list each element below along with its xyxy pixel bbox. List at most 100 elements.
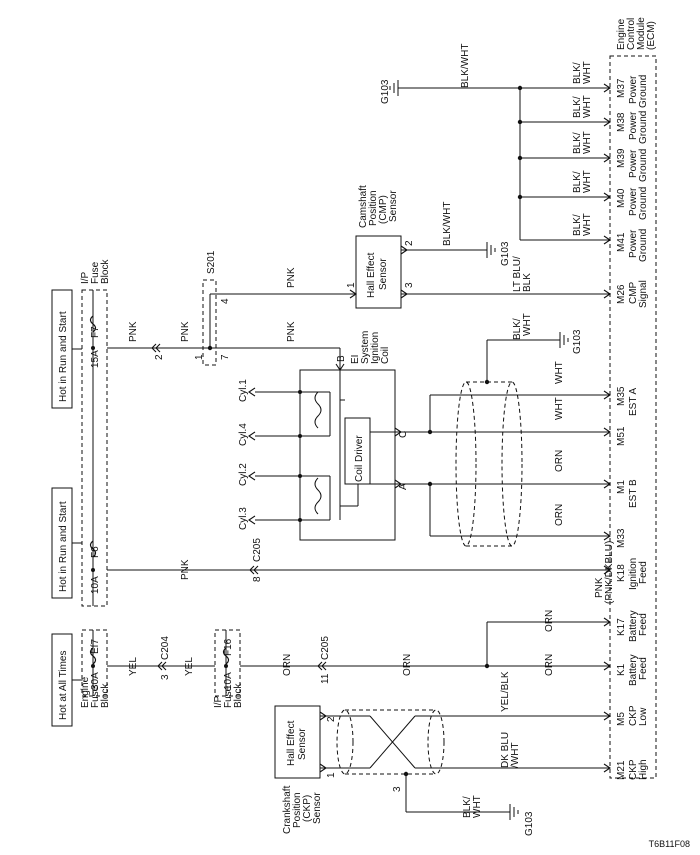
- cmp-box-1: Hall Effect: [366, 252, 377, 298]
- figure-id: T6B11F08: [648, 839, 690, 849]
- ip-fuse-block-left-label-3: Block: [233, 683, 244, 708]
- ecm-ckp-high-2: High: [638, 759, 649, 780]
- s201-pin1: 1: [194, 354, 205, 360]
- wire-blkwht-m38-2: WHT: [582, 95, 593, 118]
- coil-label-3: Ignition: [370, 332, 381, 364]
- ecm-pin-m33: M33: [616, 528, 627, 548]
- hot-all-times-label: Hot at All Times: [58, 651, 69, 720]
- ecm-pin-m40: M40: [616, 188, 627, 208]
- c205-label-a: C205: [320, 636, 331, 660]
- ecm-cmp-sig-2: Signal: [638, 280, 649, 308]
- ecm-title-1: Engine: [616, 18, 627, 50]
- wire-dkblu-wht-1: DK BLU: [500, 732, 511, 768]
- ground-g103-ckp: G103: [524, 811, 535, 836]
- ckp-pin1: 1: [326, 772, 337, 778]
- ecm-pg-m40-1: Power: [628, 187, 639, 216]
- ip-fuse-block-top-outline: [81, 289, 108, 607]
- cyl3-label: Cyl.3: [238, 507, 249, 530]
- ecm-pin-k18: K18: [616, 564, 627, 582]
- ecm-pin-m5: M5: [616, 712, 627, 726]
- coil-label-4: Coil: [380, 347, 391, 364]
- engine-fuse-block-label-1: Engine: [80, 676, 91, 708]
- wire-blkwht-m38-1: BLK/: [572, 96, 583, 118]
- ecm-pin-k1: K1: [616, 663, 627, 676]
- wire-wht-1: WHT: [554, 397, 565, 420]
- wire-blkwht-m39-2: WHT: [582, 131, 593, 154]
- hot-run-start-label-1: Hot in Run and Start: [58, 501, 69, 592]
- ecm-pg-m37-1: Power: [628, 75, 639, 104]
- c204-label: C204: [160, 636, 171, 660]
- wire-blkwht-g-1: BLK/: [512, 318, 523, 340]
- ecm-title-3: Module: [636, 17, 647, 50]
- ground-g103-cmp: G103: [500, 241, 511, 266]
- cmp-label-4: Sensor: [388, 190, 399, 222]
- s201-pin4: 4: [220, 298, 231, 304]
- wire-orn-5: ORN: [554, 504, 565, 526]
- fuse-f6-rating: 10A: [90, 576, 101, 594]
- ecm-batt2-2: Feed: [638, 613, 649, 636]
- fuse-f7-name: F7: [90, 326, 101, 338]
- wire-blkwht-cmp: BLK/WHT: [442, 202, 453, 246]
- ip-fuse-block-top-label-1: I/P: [80, 271, 91, 284]
- ecm-pg-m39-2: Ground: [638, 149, 649, 182]
- cyl2-label: Cyl.2: [238, 463, 249, 486]
- wire-blkwht-m37-2: WHT: [582, 61, 593, 84]
- ecm-pg-m39-1: Power: [628, 149, 639, 178]
- wire-orn-1: ORN: [282, 654, 293, 676]
- ip-fuse-block-left-outline: [214, 629, 241, 697]
- ckp-label-4: Sensor: [312, 792, 323, 824]
- ecm-pg-m41-1: Power: [628, 229, 639, 258]
- ignition-coil-box: [299, 369, 396, 541]
- ckp-sensor-box: [274, 705, 321, 779]
- wire-ltblu-blk-1: LT BLU/: [512, 256, 523, 292]
- ecm-pin-m21: M21: [616, 760, 627, 780]
- cmp-label-2: Position: [368, 190, 379, 226]
- ecm-batt1-2: Feed: [638, 657, 649, 680]
- wire-blkwht-g-2: WHT: [522, 313, 533, 336]
- ckp-box-1: Hall Effect: [286, 720, 297, 766]
- ecm-outline: [609, 55, 657, 779]
- ecm-ckp-low-1: CKP: [628, 705, 639, 726]
- ecm-pin-m41: M41: [616, 232, 627, 252]
- wire-pnk-3: PNK: [180, 321, 191, 342]
- ecm-pg-m40-2: Ground: [638, 187, 649, 220]
- hot-run-start-label-2: Hot in Run and Start: [58, 311, 69, 402]
- wire-yel-2: YEL: [184, 657, 195, 676]
- wire-pnk-4: PNK: [286, 321, 297, 342]
- wire-pnk-dkblu-1: PNK: [594, 577, 605, 598]
- fuse-ef7-rating: 30A: [90, 672, 101, 690]
- wire-blkwht-m37-1: BLK/: [572, 62, 583, 84]
- ecm-pin-m39: M39: [616, 148, 627, 168]
- ecm-pg-m37-2: Ground: [638, 75, 649, 108]
- cmp-pin1: 1: [346, 282, 357, 288]
- engine-fuse-block-label-3: Block: [100, 683, 111, 708]
- wire-orn-3: ORN: [544, 654, 555, 676]
- ckp-label-2: Position: [292, 792, 303, 828]
- wire-pnk-2: PNK: [128, 321, 139, 342]
- wire-orn-4: ORN: [544, 610, 555, 632]
- engine-fuse-block-outline: [81, 629, 108, 697]
- cyl1-label: Cyl.1: [238, 379, 249, 402]
- cmp-label-3: (CMP): [378, 195, 389, 224]
- ecm-title-4: (ECM): [646, 21, 657, 50]
- fuse-f16-name: F16: [223, 638, 234, 656]
- ecm-pg-m41-2: Ground: [638, 229, 649, 262]
- wire-yel-1: YEL: [128, 657, 139, 676]
- coil-label-2: System: [360, 331, 371, 364]
- wire-ltblu-blk-2: BLK: [522, 273, 533, 292]
- wire-blkwht-m41-1: BLK/: [572, 214, 583, 236]
- s201-label: S201: [206, 250, 217, 274]
- ip-fuse-block-top-label-2: Fuse: [90, 261, 101, 284]
- fuse-f16-rating: 10A: [223, 672, 234, 690]
- cmp-box-2: Sensor: [378, 258, 389, 290]
- ecm-ign-1: Ignition: [628, 558, 639, 590]
- ecm-pin-m51: M51: [616, 426, 627, 446]
- wire-blkwht-top: BLK/WHT: [460, 44, 471, 88]
- ecm-pg-m38-1: Power: [628, 111, 639, 140]
- ecm-est-a: EST A: [628, 388, 639, 416]
- ip-fuse-block-left-label-2: Fuse: [223, 685, 234, 708]
- ecm-pg-m38-2: Ground: [638, 111, 649, 144]
- ckp-label-1: Crankshaft: [282, 785, 293, 834]
